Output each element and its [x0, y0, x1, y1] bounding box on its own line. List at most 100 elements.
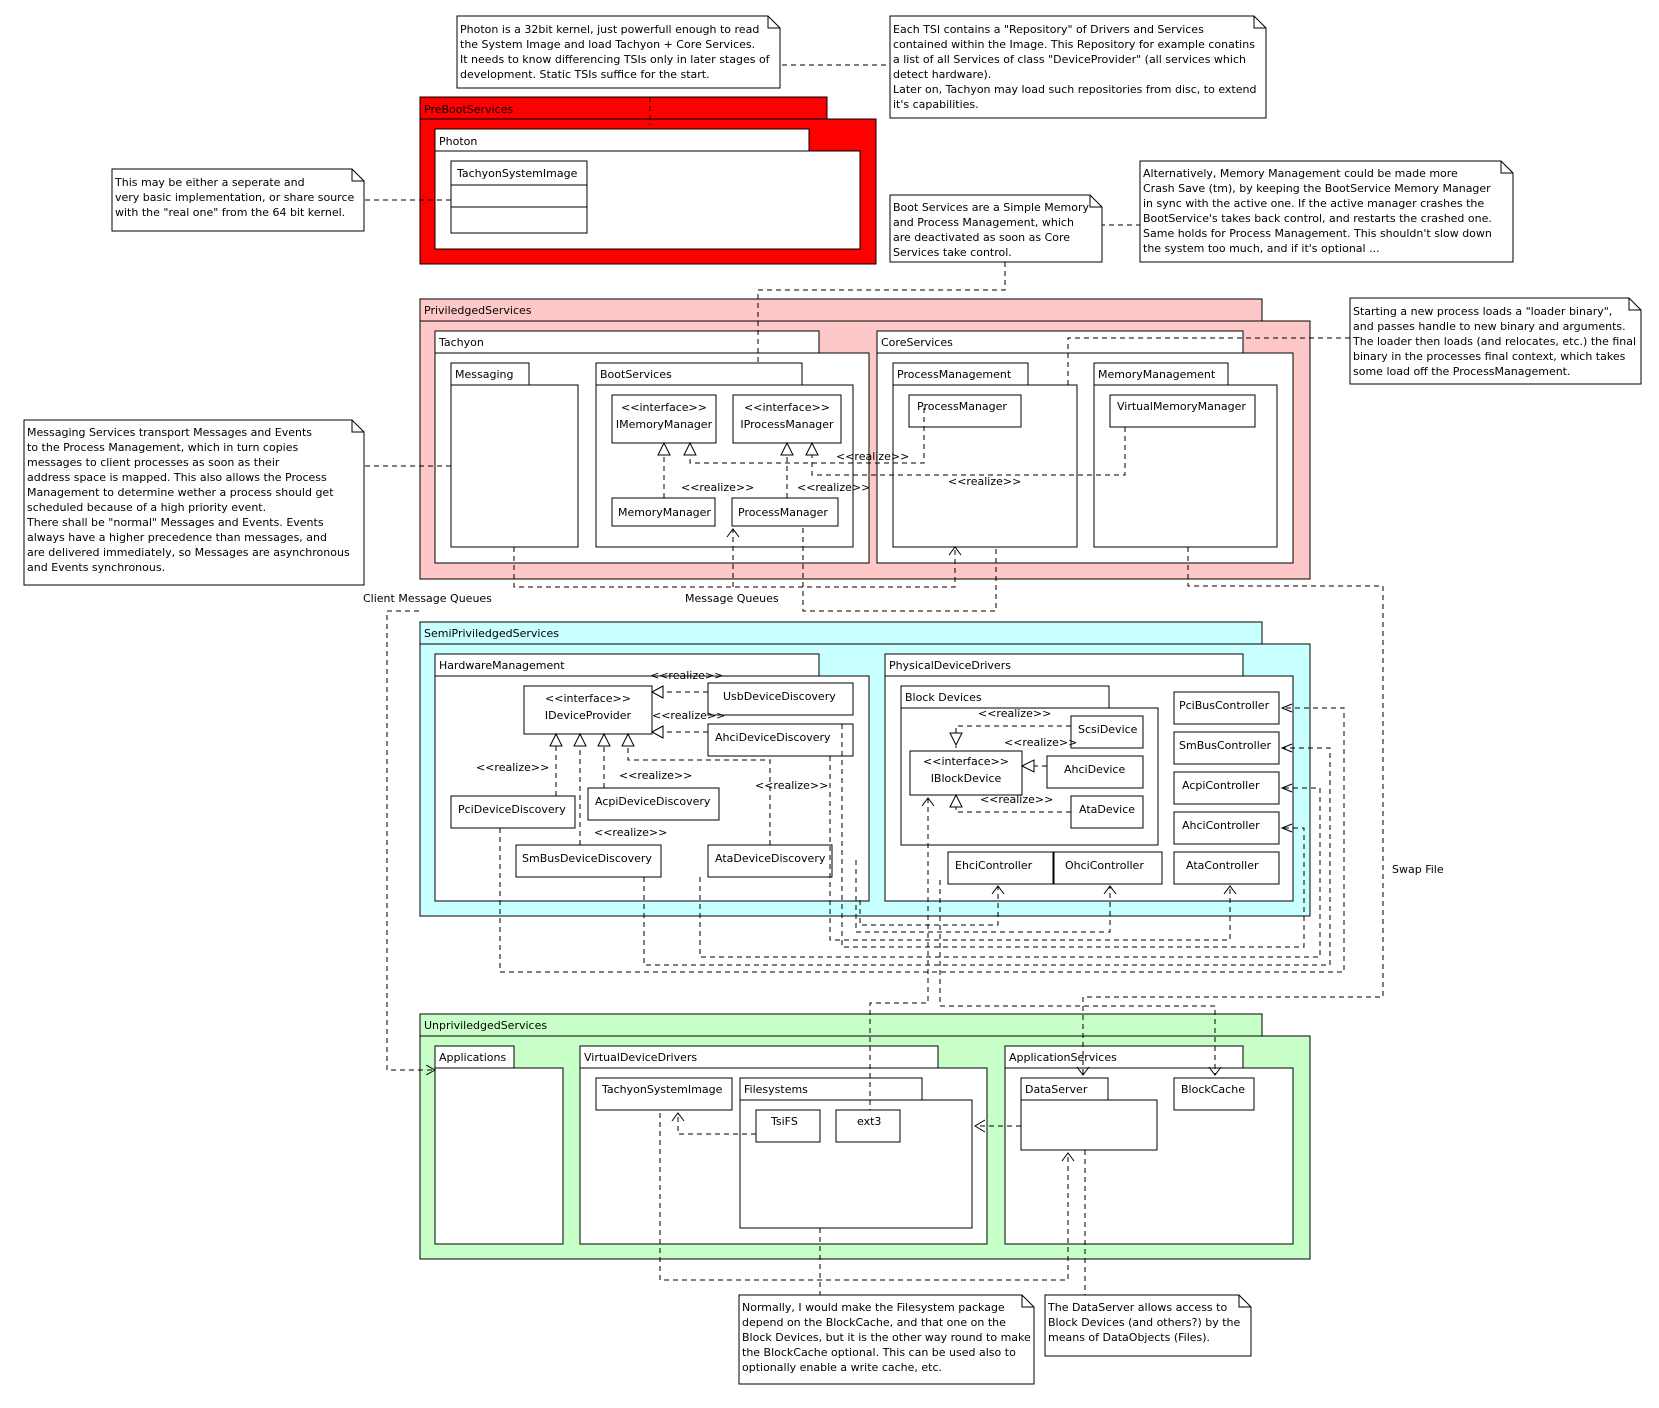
svg-text:CoreServices: CoreServices: [881, 336, 953, 349]
package-messaging: Messaging: [450, 362, 579, 548]
svg-text:Block Devices: Block Devices: [905, 691, 982, 704]
note-line: binary in the processes final context, w…: [1353, 350, 1626, 363]
note-line: Normally, I would make the Filesystem pa…: [742, 1301, 1005, 1314]
svg-text:UnpriviledgedServices: UnpriviledgedServices: [424, 1019, 547, 1032]
package-dataserver: DataServer: [1020, 1077, 1158, 1151]
note-line: Photon is a 32bit kernel, just powerfull…: [460, 23, 759, 36]
note-line: scheduled because of a high priority eve…: [27, 501, 266, 514]
package-memorymanagement: MemoryManagement: [1093, 362, 1278, 548]
realize-label: <<realize>>: [836, 450, 909, 463]
svg-text:PciBusController: PciBusController: [1179, 699, 1270, 712]
interface-imemorymanager: <<interface>> IMemoryManager: [611, 394, 717, 444]
class-ahcidevice: AhciDevice: [1046, 755, 1144, 789]
note-line: Each TSI contains a "Repository" of Driv…: [893, 23, 1204, 36]
package-applications: Applications: [434, 1045, 564, 1245]
note-line: in sync with the active one. If the acti…: [1143, 197, 1484, 210]
svg-text:Normally, I would make the Fil: Normally, I would make the Filesystem pa…: [742, 1301, 1031, 1374]
class-ahcidevicediscovery: AhciDeviceDiscovery: [707, 723, 854, 757]
note-line: always have a higher precedence than mes…: [27, 531, 327, 544]
svg-text:ProcessManagement: ProcessManagement: [897, 368, 1012, 381]
svg-text:Boot Services are a Simple Mem: Boot Services are a Simple Memory and Pro…: [893, 201, 1090, 259]
class-ehcicontroller: EhciController: [947, 851, 1054, 885]
svg-text:Alternatively, Memory Manageme: Alternatively, Memory Management could b…: [1143, 167, 1492, 255]
svg-text:ProcessManager: ProcessManager: [917, 400, 1007, 413]
svg-text:VirtualDeviceDrivers: VirtualDeviceDrivers: [584, 1051, 697, 1064]
note-line: This may be either a seperate and: [114, 176, 305, 189]
class-memorymanager: MemoryManager: [611, 497, 716, 527]
realize-label: <<realize>>: [681, 481, 754, 494]
note-line: the System Image and load Tachyon + Core…: [460, 38, 755, 51]
class-tsifs: TsiFS: [755, 1109, 821, 1143]
realize-label: <<realize>>: [652, 709, 725, 722]
realize-label: <<realize>>: [980, 793, 1053, 806]
svg-text:AtaDevice: AtaDevice: [1079, 803, 1135, 816]
svg-text:<<interface>>: <<interface>>: [744, 401, 830, 414]
note-line: The DataServer allows access to: [1047, 1301, 1227, 1314]
class-scsidevice: ScsiDevice: [1070, 715, 1144, 749]
class-blockcache: BlockCache: [1173, 1077, 1255, 1111]
class-processmanager-core: ProcessManager: [908, 394, 1022, 428]
realize-label: <<realize>>: [978, 707, 1051, 720]
class-smbuscontroller: SmBusController: [1173, 731, 1280, 765]
arrowheads: [549, 441, 1035, 808]
note-line: are deactivated as soon as Core: [893, 231, 1070, 244]
note-messaging: Messaging Services transport Messages an…: [23, 419, 365, 586]
svg-text:BlockCache: BlockCache: [1181, 1083, 1245, 1096]
swap-file-label: Swap File: [1392, 863, 1444, 876]
note-line: Services take control.: [893, 246, 1012, 259]
class-ahcicontroller: AhciController: [1173, 811, 1280, 845]
realize-label: <<realize>>: [797, 481, 870, 494]
svg-text:TachyonSystemImage: TachyonSystemImage: [601, 1083, 723, 1096]
svg-text:Tachyon: Tachyon: [438, 336, 484, 349]
note-crash-save: Alternatively, Memory Management could b…: [1139, 160, 1514, 263]
svg-text:IDeviceProvider: IDeviceProvider: [545, 709, 632, 722]
note-line: Management to determine wether a process…: [27, 486, 334, 499]
class-virtualmemorymanager: VirtualMemoryManager: [1109, 394, 1256, 428]
svg-text:SmBusDeviceDiscovery: SmBusDeviceDiscovery: [522, 852, 652, 865]
note-line: it's capabilities.: [893, 98, 979, 111]
note-boot-services: Boot Services are a Simple Memory and Pro…: [889, 194, 1103, 263]
svg-text:ApplicationServices: ApplicationServices: [1009, 1051, 1117, 1064]
svg-text:ext3: ext3: [857, 1115, 881, 1128]
svg-text:Messaging Services transport M: Messaging Services transport Messages an…: [26, 426, 350, 574]
note-line: Block Devices, but it is the other way r…: [742, 1331, 1031, 1344]
note-line: means of DataObjects (Files).: [1048, 1331, 1210, 1344]
svg-text:VirtualMemoryManager: VirtualMemoryManager: [1117, 400, 1246, 413]
realize-label: <<realize>>: [594, 826, 667, 839]
note-line: a list of all Services of class "DeviceP…: [893, 53, 1246, 66]
svg-text:AhciController: AhciController: [1182, 819, 1260, 832]
note-loader-binary: Starting a new process loads a "loader b…: [1349, 297, 1642, 385]
class-pcidevicediscovery: PciDeviceDiscovery: [450, 795, 576, 829]
class-atadevice: AtaDevice: [1070, 795, 1144, 829]
realize-label: <<realize>>: [476, 761, 549, 774]
svg-text:AhciDeviceDiscovery: AhciDeviceDiscovery: [715, 731, 831, 744]
class-acpicontroller: AcpiController: [1173, 771, 1280, 805]
svg-text:Filesystems: Filesystems: [744, 1083, 808, 1096]
note-line: to the Process Management, which in turn…: [27, 441, 298, 454]
note-line: Boot Services are a Simple Memory: [893, 201, 1090, 214]
note-line: Later on, Tachyon may load such reposito…: [893, 83, 1256, 96]
realize-label: <<realize>>: [650, 669, 723, 682]
svg-text:IBlockDevice: IBlockDevice: [931, 772, 1002, 785]
note-line: The loader then loads (and relocates, et…: [1352, 335, 1636, 348]
realize-label: <<realize>>: [1004, 736, 1077, 749]
svg-text:AcpiDeviceDiscovery: AcpiDeviceDiscovery: [595, 795, 711, 808]
note-line: detect hardware).: [893, 68, 991, 81]
svg-text:HardwareManagement: HardwareManagement: [439, 659, 565, 672]
note-line: are delivered immediately, so Messages a…: [27, 546, 350, 559]
svg-text:AtaController: AtaController: [1186, 859, 1259, 872]
svg-text:AhciDevice: AhciDevice: [1064, 763, 1125, 776]
svg-text:BootServices: BootServices: [600, 368, 672, 381]
interface-iprocessmanager: <<interface>> IProcessManager: [732, 394, 842, 444]
package-filesystems: Filesystems: [739, 1077, 973, 1229]
note-line: development. Static TSIs suffice for the…: [460, 68, 710, 81]
note-line: Block Devices (and others?) by the: [1048, 1316, 1241, 1329]
svg-text:MemoryManager: MemoryManager: [618, 506, 711, 519]
note-line: contained within the Image. This Reposit…: [893, 38, 1255, 51]
note-line: address space is mapped. This also allow…: [27, 471, 327, 484]
svg-text:PhysicalDeviceDrivers: PhysicalDeviceDrivers: [889, 659, 1011, 672]
note-line: Crash Save (tm), by keeping the BootServ…: [1143, 182, 1491, 195]
note-line: and Process Management, which: [893, 216, 1074, 229]
